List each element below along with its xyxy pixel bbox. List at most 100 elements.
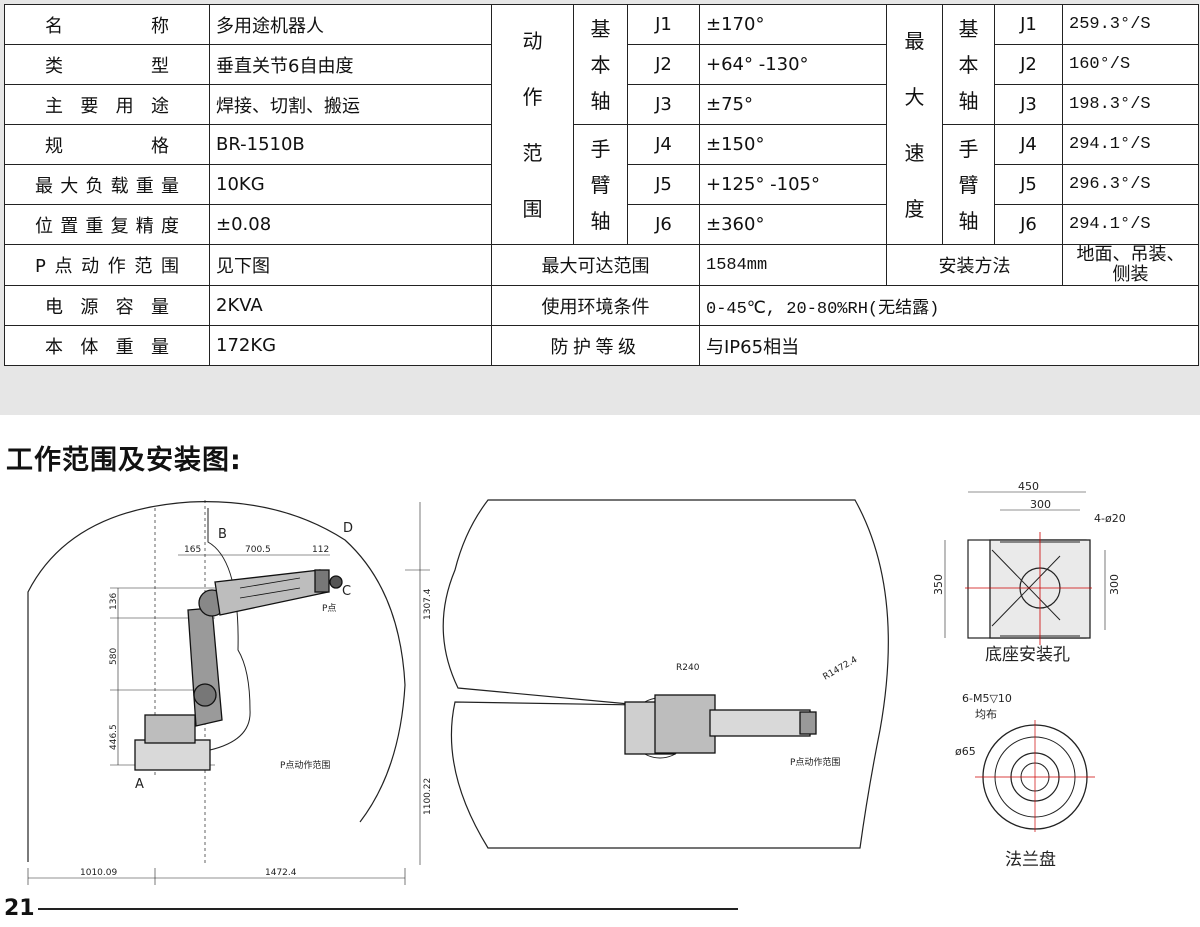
environment-label: 使用环境条件: [491, 285, 700, 326]
protection-value: 与IP65相当: [699, 325, 1199, 366]
label-b: B: [218, 527, 227, 542]
spec-table: 名称 多用途机器人 动作 范围 基本轴 J1 ±170° 最大 速度 基本轴 J…: [4, 4, 1199, 366]
speed-joint: J2: [994, 44, 1063, 85]
dim-1307-4: 1307.4: [423, 588, 433, 620]
robot-side: [134, 569, 343, 771]
label-d: D: [343, 521, 353, 536]
spec-label-power: 电源容量: [4, 285, 210, 326]
label-c: C: [342, 584, 351, 599]
speed-joint: J1: [994, 4, 1063, 45]
installation-drawing: B A C D P点 P点动作范围 165 700.5 112 136 580 …: [27, 480, 1126, 885]
side-inner-envelope: [207, 508, 251, 751]
spec-label-p-range: P点动作范围: [4, 244, 210, 286]
dim-136: 136: [109, 593, 119, 610]
dim-700-5: 700.5: [245, 545, 271, 555]
page-footer: 21: [4, 896, 738, 921]
base-caption: 底座安装孔: [985, 645, 1070, 665]
motion-joint: J3: [627, 84, 700, 125]
spec-value-power: 2KVA: [209, 285, 492, 326]
label-p-range-top: P点动作范围: [790, 756, 840, 768]
side-work-envelope: [27, 501, 406, 862]
robot-top: [624, 694, 817, 755]
speed-value: 294.1°/S: [1062, 204, 1199, 245]
speed-value: 294.1°/S: [1062, 124, 1199, 165]
spec-value-name: 多用途机器人: [209, 4, 492, 45]
dim-1100-22: 1100.22: [423, 778, 433, 815]
motion-joint: J6: [627, 204, 700, 245]
protection-label: 防护等级: [491, 325, 700, 366]
dim-112: 112: [312, 545, 329, 555]
environment-value: 0-45℃, 20-80%RH(无结露): [699, 285, 1199, 326]
speed-joint: J3: [994, 84, 1063, 125]
dim-450: 450: [1018, 480, 1039, 493]
flange-diameter: ø65: [955, 745, 976, 758]
motion-range-label: 动作 范围: [491, 4, 574, 245]
spec-label-payload: 最大负载重量: [4, 164, 210, 205]
base-drawing: 450 300 350 300 4-ø20 底座安装孔: [932, 480, 1126, 665]
spec-label-name: 名称: [4, 4, 210, 45]
spec-label-repeatability: 位置重复精度: [4, 204, 210, 245]
spec-value-payload: 10KG: [209, 164, 492, 205]
speed-value: 259.3°/S: [1062, 4, 1199, 45]
motion-joint: J2: [627, 44, 700, 85]
speed-joint: J4: [994, 124, 1063, 165]
spec-value-model: BR-1510B: [209, 124, 492, 165]
motion-wrist-axis-label: 手臂轴: [573, 124, 628, 245]
spec-value-repeatability: ±0.08: [209, 204, 492, 245]
motion-joint: J1: [627, 4, 700, 45]
side-view: B A C D P点 P点动作范围 165 700.5 112 136 580 …: [27, 500, 433, 885]
max-speed-label: 最大 速度: [886, 4, 943, 245]
top-work-envelope: [442, 499, 889, 849]
speed-joint: J6: [994, 204, 1063, 245]
dim-r240: R240: [676, 663, 700, 673]
dim-580: 580: [109, 648, 119, 665]
label-p-range-side: P点动作范围: [280, 759, 330, 771]
spec-value-weight: 172KG: [209, 325, 492, 366]
speed-wrist-axis-label: 手臂轴: [942, 124, 995, 245]
dim-300-h: 300: [1108, 574, 1121, 595]
flange-caption: 法兰盘: [1005, 850, 1056, 870]
reach-label: 最大可达范围: [491, 244, 700, 286]
page-number: 21: [4, 896, 35, 921]
motion-value: +125° -105°: [699, 164, 887, 205]
flange-holes-note: 均布: [975, 708, 997, 721]
dim-300-w: 300: [1030, 498, 1051, 511]
spec-label-usage: 主要用途: [4, 84, 210, 125]
footer-rule: [38, 908, 738, 910]
reach-value: 1584mm: [699, 244, 887, 286]
dim-1472-4: 1472.4: [265, 868, 297, 878]
flange-drawing: 6-M5▽10 均布 ø65 法兰盘: [955, 692, 1095, 870]
section-title: 工作范围及安装图:: [6, 445, 242, 476]
motion-value: ±150°: [699, 124, 887, 165]
dim-holes: 4-ø20: [1094, 512, 1126, 525]
motion-value: ±75°: [699, 84, 887, 125]
top-view: R240 R1472.4 P点动作范围: [442, 499, 889, 849]
motion-base-axis-label: 基本轴: [573, 4, 628, 125]
speed-value: 198.3°/S: [1062, 84, 1199, 125]
spec-value-type: 垂直关节6自由度: [209, 44, 492, 85]
speed-value: 160°/S: [1062, 44, 1199, 85]
speed-base-axis-label: 基本轴: [942, 4, 995, 125]
spec-value-usage: 焊接、切割、搬运: [209, 84, 492, 125]
mounting-label: 安装方法: [886, 244, 1063, 286]
dim-350: 350: [932, 574, 945, 595]
motion-value: +64° -130°: [699, 44, 887, 85]
dim-r1472-4: R1472.4: [822, 655, 860, 683]
spec-label-type: 类型: [4, 44, 210, 85]
dim-165: 165: [184, 545, 201, 555]
dim-446-5: 446.5: [109, 724, 119, 750]
motion-joint: J4: [627, 124, 700, 165]
dim-1010-09: 1010.09: [80, 868, 117, 878]
label-p: P点: [322, 603, 336, 614]
speed-joint: J5: [994, 164, 1063, 205]
label-a: A: [135, 777, 144, 792]
speed-value: 296.3°/S: [1062, 164, 1199, 205]
spec-value-p-range: 见下图: [209, 244, 492, 286]
motion-joint: J5: [627, 164, 700, 205]
spec-label-weight: 本体重量: [4, 325, 210, 366]
motion-value: ±360°: [699, 204, 887, 245]
spec-label-model: 规格: [4, 124, 210, 165]
flange-holes: 6-M5▽10: [962, 692, 1012, 705]
motion-value: ±170°: [699, 4, 887, 45]
mounting-value: 地面、吊装、侧装: [1062, 244, 1199, 286]
